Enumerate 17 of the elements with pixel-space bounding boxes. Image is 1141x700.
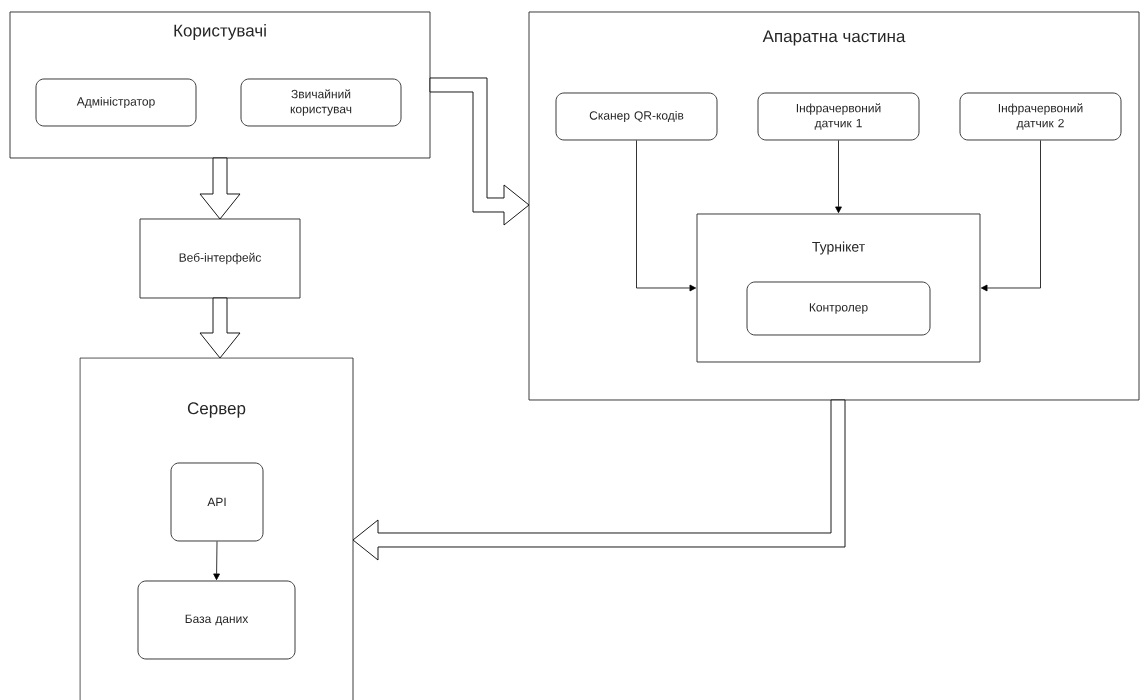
rounded-box: Інфрачервоний датчик 2 bbox=[959, 92, 1122, 141]
rounded-box: Звичайний користувач bbox=[240, 78, 402, 127]
rounded-box: Інфрачервоний датчик 1 bbox=[757, 92, 920, 141]
arrow bbox=[835, 140, 842, 214]
block-arrow bbox=[199, 157, 241, 220]
arrow bbox=[636, 140, 697, 292]
block-arrow bbox=[429, 77, 530, 226]
block-arrow bbox=[199, 297, 241, 359]
arrow bbox=[213, 541, 220, 581]
rounded-box: API bbox=[170, 462, 264, 542]
process-box: Веб-інтерфейс bbox=[139, 218, 301, 299]
rounded-box: Сканер QR-кодів bbox=[555, 92, 718, 141]
rounded-box: Контролер bbox=[746, 281, 931, 336]
rounded-box: База даних bbox=[137, 580, 296, 660]
arrow bbox=[980, 140, 1041, 292]
block-arrow bbox=[352, 399, 846, 561]
rounded-box: Адміністратор bbox=[35, 78, 197, 127]
